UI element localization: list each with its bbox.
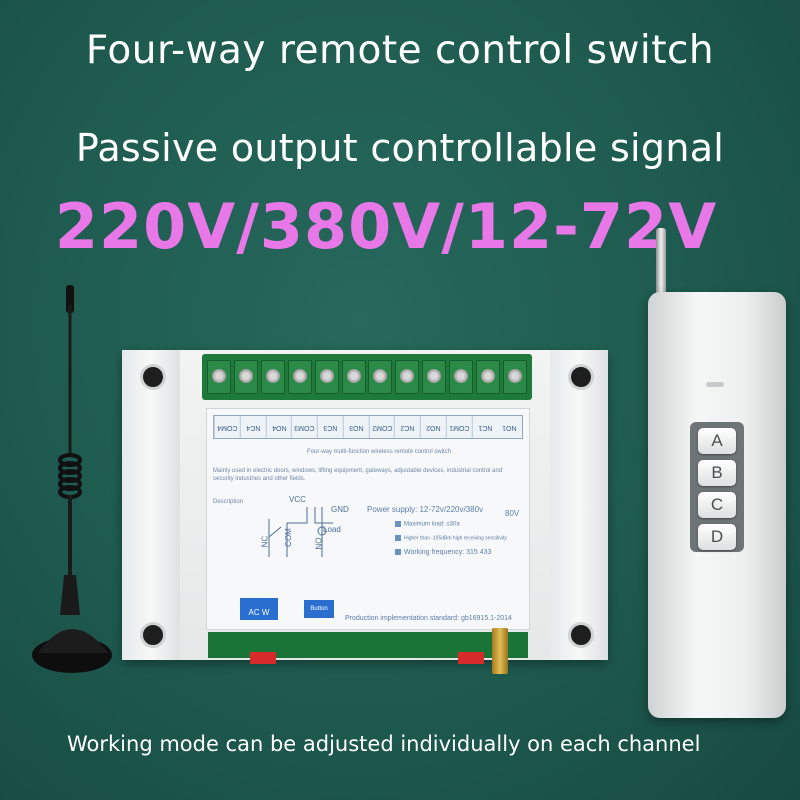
vcc-label: VCC <box>289 495 306 504</box>
remote-key-b: B <box>698 460 736 486</box>
terminal-screw <box>261 360 286 394</box>
load-label: Load <box>323 525 341 534</box>
label-panel: COM4 NC4 NO4 COM3 NC3 NO3 COM2 NC2 NO2 C… <box>206 408 530 630</box>
wiring-diagram <box>268 507 333 557</box>
no-label: NO <box>314 537 324 550</box>
terminal-screw <box>341 360 366 394</box>
pin-label: NC1 <box>471 416 498 438</box>
sma-connector <box>492 628 508 674</box>
pin-label: COM2 <box>368 416 395 438</box>
remote-key-a: A <box>698 428 736 454</box>
mount-hole <box>140 364 166 390</box>
voltage-range: 220V/380V/12-72V <box>54 190 718 263</box>
terminal-screw <box>287 360 312 394</box>
pin-label: NO3 <box>342 416 369 438</box>
power-supply-text: Power supply: 12-72v/220v/380v <box>367 505 484 514</box>
terminal-screw <box>234 360 259 394</box>
pin-label: NC3 <box>317 416 343 438</box>
terminal-screw <box>422 360 447 394</box>
subheadline: Passive output controllable signal <box>75 126 725 170</box>
din-rail-left <box>122 350 180 660</box>
pin-label: COM3 <box>291 416 317 438</box>
pin-labels: COM4 NC4 NO4 COM3 NC3 NO3 COM2 NC2 NO2 C… <box>213 415 523 439</box>
voltage-badge: 80V <box>505 509 520 518</box>
red-clip <box>250 652 276 664</box>
frequency-text: Working frequency: 315 433 <box>395 549 491 556</box>
gnd-label: GND <box>331 505 349 514</box>
pin-label: NO4 <box>265 416 292 438</box>
remote-key-c: C <box>698 492 736 518</box>
terminal-screw <box>207 360 232 394</box>
max-load-text: Maximum load: ≤30a <box>395 521 460 528</box>
description-label: Description <box>213 499 244 505</box>
terminal-screw <box>475 360 500 394</box>
red-clip <box>458 652 484 664</box>
dip-switch: AC W <box>240 598 278 620</box>
terminal-screw <box>448 360 473 394</box>
mount-hole <box>140 622 166 648</box>
remote-key-d: D <box>698 524 736 550</box>
pin-label: COM1 <box>445 416 472 438</box>
remote-antenna-rod <box>656 228 666 298</box>
terminal-screw <box>395 360 420 394</box>
learn-button-label: Button <box>304 600 334 618</box>
sensitivity-text: Higher than -105dBm high receiving sensi… <box>395 535 507 541</box>
pin-label: NO1 <box>502 424 517 431</box>
remote-body: A B C D <box>648 292 786 718</box>
standard-text: Production implementation standard: gb16… <box>345 615 512 622</box>
com-label: COM <box>283 528 293 547</box>
indicator-led <box>706 382 724 387</box>
mount-hole <box>568 622 594 648</box>
antenna-image <box>32 285 112 673</box>
usage-text: Mainly used in electric doors, windows, … <box>213 468 503 482</box>
terminal-screw <box>502 360 527 394</box>
headline: Four-way remote control switch <box>85 28 715 73</box>
relay-module: COM4 NC4 NO4 COM3 NC3 NO3 COM2 NC2 NO2 C… <box>122 350 608 674</box>
pin-label: NO2 <box>420 416 446 438</box>
product-line-text: Four-way multi-function wireless remote … <box>307 449 452 455</box>
din-rail-right <box>550 350 608 660</box>
caption: Working mode can be adjusted individuall… <box>67 732 701 756</box>
remote-control: A B C D <box>648 228 788 720</box>
nc-label: NC <box>260 535 270 548</box>
mount-hole <box>568 364 594 390</box>
terminal-screw <box>314 360 339 394</box>
pin-label: COM4 <box>214 416 240 438</box>
terminal-block <box>202 354 532 400</box>
terminal-screw <box>368 360 393 394</box>
pin-label: NC2 <box>394 416 420 438</box>
pin-label: NC4 <box>239 416 266 438</box>
